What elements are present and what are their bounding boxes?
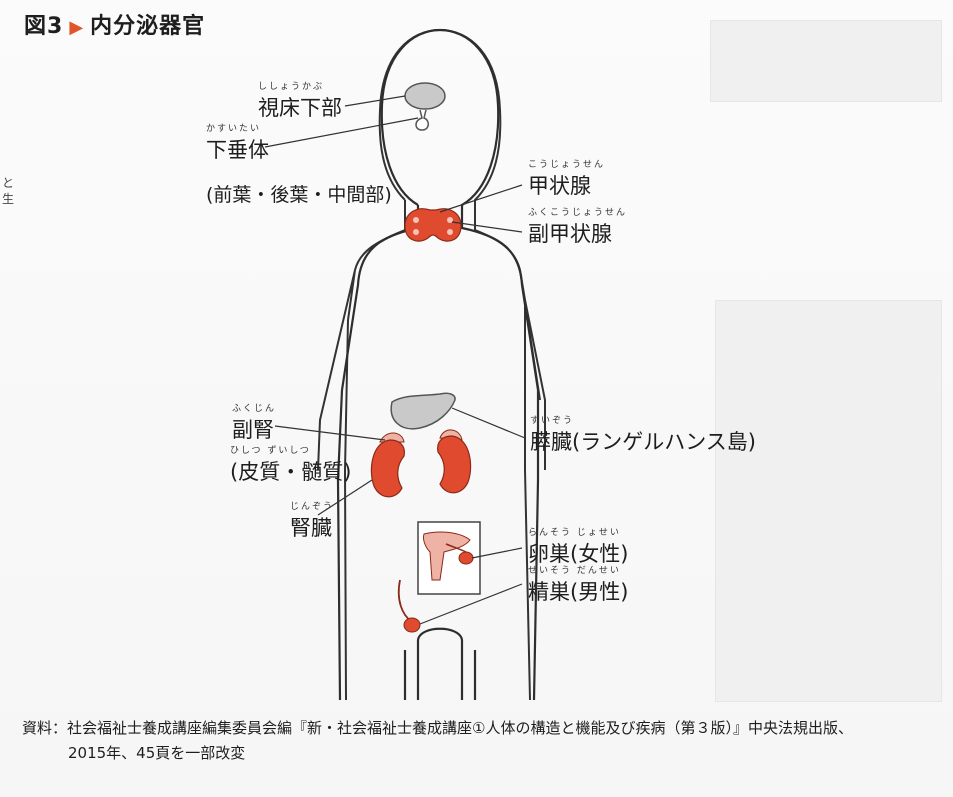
ruby-adrenal: ふくじん — [232, 404, 276, 414]
pancreas-organ — [391, 393, 455, 429]
label-pituitary: かすいたい 下垂体 — [206, 124, 269, 164]
label-ovary-text: 卵巣 — [528, 542, 570, 566]
label-pituitary-text: 下垂体 — [206, 138, 269, 162]
label-testis-suffix: (男性) — [570, 580, 628, 604]
leader-pancreas — [452, 408, 525, 438]
parathyroid-dot-1 — [413, 217, 419, 223]
ruby-ovary: らんそう じょせい — [528, 528, 628, 538]
legs — [405, 650, 475, 700]
ruby-kidney: じんぞう — [290, 502, 334, 512]
leader-thyroid — [440, 185, 522, 212]
label-thyroid-text: 甲状腺 — [528, 174, 591, 198]
ruby-adrenal-parts: ひしつ ずいしつ — [230, 446, 351, 456]
ruby-pancreas: すいぞう — [530, 416, 756, 426]
crotch — [418, 629, 462, 700]
label-adrenal: ふくじん 副腎 — [232, 404, 276, 444]
label-adrenal-parts-text: (皮質・髄質) — [230, 460, 351, 484]
ruby-testis: せいそう だんせい — [528, 566, 628, 576]
label-pancreas-text: 膵臓 — [530, 430, 572, 454]
thyroid-organ — [405, 209, 461, 241]
label-adrenal-parts: ひしつ ずいしつ (皮質・髄質) — [230, 446, 351, 486]
ruby-parathyroid: ふくこうじょうせん — [528, 208, 627, 218]
label-adrenal-text: 副腎 — [232, 418, 274, 442]
pituitary-organ — [416, 110, 428, 130]
label-thyroid: こうじょうせん 甲状腺 — [528, 160, 605, 200]
label-pancreas: すいぞう 膵臓(ランゲルハンス島) — [530, 416, 756, 456]
label-parathyroid-text: 副甲状腺 — [528, 222, 612, 246]
label-hypothalamus: ししょうかぶ 視床下部 — [258, 82, 342, 122]
leader-hypothalamus — [345, 96, 405, 106]
label-testis: せいそう だんせい 精巣(男性) — [528, 566, 628, 606]
kidney-left — [371, 440, 404, 497]
label-ovary: らんそう じょせい 卵巣(女性) — [528, 528, 628, 568]
label-kidney-text: 腎臓 — [290, 516, 332, 540]
hypothalamus-organ — [405, 83, 445, 109]
label-testis-text: 精巣 — [528, 580, 570, 604]
source-note: 資料：社会福祉士養成講座編集委員会編『新・社会福祉士養成講座①人体の構造と機能及… — [22, 716, 932, 766]
ruby-hypothalamus: ししょうかぶ — [258, 82, 342, 92]
testis-organ — [404, 618, 420, 632]
label-pancreas-suffix: (ランゲルハンス島) — [572, 430, 756, 454]
source-line-2: 2015年、45頁を一部改変 — [22, 741, 932, 766]
ovary-organ — [459, 552, 473, 564]
vas-deferens — [399, 580, 412, 622]
label-parathyroid: ふくこうじょうせん 副甲状腺 — [528, 208, 627, 248]
leader-pituitary — [265, 118, 418, 147]
leader-adrenal — [275, 426, 385, 440]
parathyroid-dot-4 — [447, 229, 453, 235]
body-silhouette — [338, 30, 538, 700]
label-kidney: じんぞう 腎臓 — [290, 502, 334, 542]
label-hypothalamus-text: 視床下部 — [258, 96, 342, 120]
parathyroid-dot-3 — [413, 229, 419, 235]
kidney-right — [438, 436, 471, 493]
label-ovary-suffix: (女性) — [570, 542, 628, 566]
source-line-1: 資料：社会福祉士養成講座編集委員会編『新・社会福祉士養成講座①人体の構造と機能及… — [22, 719, 853, 737]
ruby-thyroid: こうじょうせん — [528, 160, 605, 170]
ruby-pituitary: かすいたい — [206, 124, 269, 134]
label-pituitary-parts: (前葉・後葉・中間部) — [206, 180, 392, 207]
